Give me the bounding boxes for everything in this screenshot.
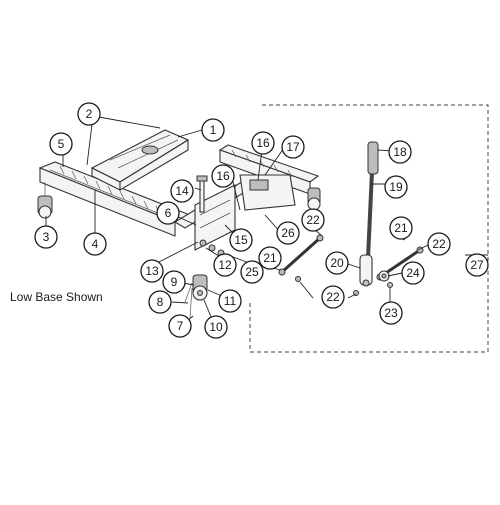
callout-22a: 22 [301,208,325,232]
svg-text:1: 1 [210,123,217,137]
svg-text:16: 16 [216,169,230,183]
callout-13: 13 [140,259,164,283]
svg-text:13: 13 [145,264,159,278]
svg-text:21: 21 [263,251,277,265]
svg-text:26: 26 [281,226,295,240]
svg-text:15: 15 [234,233,248,247]
svg-text:9: 9 [171,275,178,289]
callout-19: 19 [384,175,408,199]
svg-text:5: 5 [58,137,65,151]
svg-text:22: 22 [306,213,320,227]
callouts: 1 2 3 4 5 6 7 8 9 10 11 12 13 14 15 16 1… [34,102,489,339]
callout-2: 2 [77,102,101,126]
svg-text:4: 4 [92,237,99,251]
svg-text:20: 20 [330,256,344,270]
handle-assembly [359,141,379,287]
svg-text:14: 14 [175,184,189,198]
svg-text:2: 2 [86,107,93,121]
callout-1: 1 [201,118,225,142]
callout-22c: 22 [321,285,345,309]
callout-9: 9 [162,270,186,294]
callout-24: 24 [401,261,425,285]
svg-text:8: 8 [157,295,164,309]
callout-14: 14 [170,179,194,203]
callout-26: 26 [276,221,300,245]
top-tray [90,129,190,191]
callout-5: 5 [49,132,73,156]
kit-boundary [249,104,489,353]
svg-text:7: 7 [177,319,184,333]
bolt-14 [196,175,208,213]
svg-text:17: 17 [286,140,300,154]
svg-text:25: 25 [245,265,259,279]
callout-16b: 16 [251,131,275,155]
svg-text:11: 11 [224,294,237,308]
svg-text:12: 12 [218,258,232,272]
svg-text:6: 6 [165,206,172,220]
svg-text:27: 27 [470,258,484,272]
callout-21a: 21 [258,246,282,270]
svg-text:22: 22 [432,237,446,251]
front-caster [184,274,208,319]
callout-7: 7 [168,314,192,338]
callout-22b: 22 [427,232,451,256]
svg-text:16: 16 [256,136,270,150]
svg-text:24: 24 [406,266,420,280]
callout-27: 27 [465,253,489,277]
left-rail [37,161,192,237]
svg-text:18: 18 [393,145,407,159]
callout-21b: 21 [389,216,413,240]
callout-25: 25 [240,260,264,284]
callout-18: 18 [388,140,412,164]
callout-11: 11 [218,289,242,313]
center-frame [173,174,296,257]
diagram-caption: Low Base Shown [10,290,103,304]
callout-4: 4 [83,232,107,256]
svg-text:3: 3 [43,230,50,244]
linkage-rods [278,234,424,296]
svg-text:10: 10 [209,320,223,334]
callout-17: 17 [281,135,305,159]
callout-15: 15 [229,228,253,252]
svg-text:19: 19 [389,180,403,194]
callout-8: 8 [148,290,172,314]
callout-12: 12 [213,253,237,277]
callout-16a: 16 [211,164,235,188]
callout-10: 10 [204,315,228,339]
callout-20: 20 [325,251,349,275]
svg-text:21: 21 [394,221,408,235]
callout-6: 6 [156,201,180,225]
svg-text:22: 22 [326,290,340,304]
callout-23: 23 [379,301,403,325]
callout-3: 3 [34,225,58,249]
svg-text:23: 23 [384,306,398,320]
